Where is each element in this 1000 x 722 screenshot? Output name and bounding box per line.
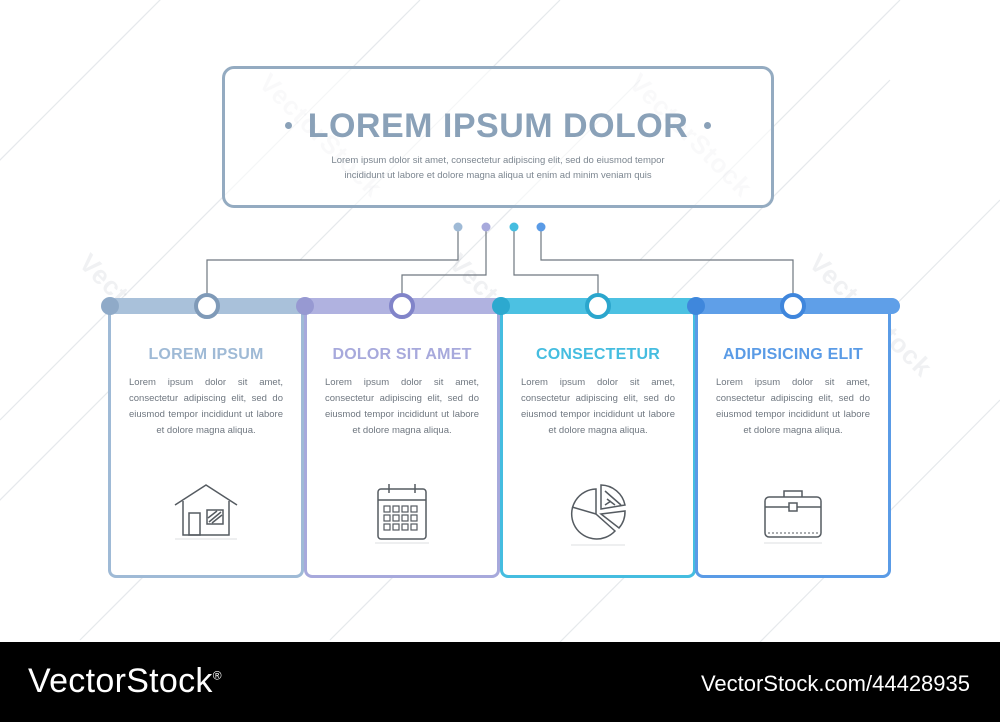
connector-lines [206,222,794,300]
card-adipisicing-elit: ADIPISICING ELIT Lorem ipsum dolor sit a… [695,305,891,578]
infographic-canvas: VectorStock VectorStock VectorStock Vect… [0,0,1000,642]
briefcase-icon [764,490,822,544]
card-text: Lorem ipsum dolor sit amet, consectetur … [129,377,283,436]
connector-dot [536,222,546,232]
header-description: Lorem ipsum dolor sit amet, consectetur … [305,153,691,183]
header-title-row: LOREM IPSUM DOLOR [225,107,771,146]
bar-joint-dot [492,297,510,315]
connector-node-icon [585,293,611,319]
footer-brand-logo: VectorStock® [28,662,222,701]
card-title: ADIPISICING ELIT [722,346,864,363]
connector-dot [453,222,463,232]
connector-node-icon [389,293,415,319]
connector-node-icon [780,293,806,319]
bar-joint-dot [296,297,314,315]
bar-joint-dot [101,297,119,315]
connector-dot [509,222,519,232]
card-title: LOREM IPSUM [148,346,264,363]
card-lorem-ipsum: LOREM IPSUM Lorem ipsum dolor sit amet, … [108,305,304,578]
header-title: LOREM IPSUM DOLOR [307,107,689,145]
header-description-line: Lorem ipsum dolor sit amet, consectetur … [331,155,665,166]
card-text: Lorem ipsum dolor sit amet, consectetur … [325,377,479,436]
card-text: Lorem ipsum dolor sit amet, consectetur … [716,377,870,436]
card-title: CONSECTETUR [536,346,660,363]
card-consectetur: CONSECTETUR Lorem ipsum dolor sit amet, … [500,305,696,578]
card-text: Lorem ipsum dolor sit amet, consectetur … [521,377,675,436]
card-dolor-sit-amet: DOLOR SIT AMET Lorem ipsum dolor sit ame… [304,305,500,578]
card-title: DOLOR SIT AMET [332,346,472,363]
connector-node-icon [194,293,220,319]
bullet-dot-icon [284,121,292,129]
header-box: LOREM IPSUM DOLOR Lorem ipsum dolor sit … [222,66,774,208]
pie-chart-icon [570,484,626,546]
calendar-icon [375,484,429,544]
connector-dot [481,222,491,232]
footer-image-id: VectorStock.com/44428935 [700,671,970,696]
footer-bar: VectorStock® VectorStock.com/44428935 [0,642,1000,722]
header-description-line: incididunt ut labore et dolore magna ali… [344,170,652,181]
registered-mark: ® [212,668,222,683]
bullet-dot-icon [704,121,712,129]
bar-joint-dot [687,297,705,315]
house-icon [174,484,238,540]
footer-brand-text: VectorStock [28,662,213,700]
